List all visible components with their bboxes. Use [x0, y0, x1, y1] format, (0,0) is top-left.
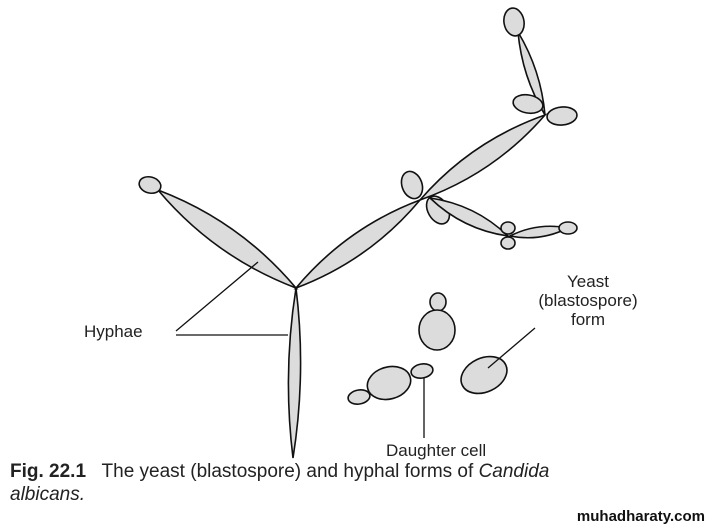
hypha-segment [417, 113, 548, 202]
daughter-cell [347, 389, 371, 405]
blastospore [546, 106, 578, 126]
caption-species: Candida [478, 461, 550, 482]
leader-line [487, 327, 536, 369]
watermark: muhadharaty.com [576, 508, 705, 525]
yeast-cell [366, 365, 412, 401]
label-yeast-line: form [571, 310, 605, 329]
label-hyphae: Hyphae [84, 322, 143, 341]
hypha-segment [155, 188, 299, 290]
hypha-segment [293, 198, 423, 290]
yeast-cell [460, 355, 508, 395]
blastospore [500, 236, 516, 250]
figure-number: Fig. 22.1 [10, 461, 87, 482]
hypha-tip [138, 175, 162, 195]
daughter-cell [429, 292, 447, 312]
hypha-tip [558, 221, 578, 235]
label-yeast-line: Yeast [567, 272, 609, 291]
blastospore [400, 170, 424, 200]
label-yeast-line: (blastospore) [538, 291, 638, 310]
label-daughter-cell: Daughter cell [386, 441, 487, 460]
hypha-segment [287, 287, 302, 459]
blastospore [512, 93, 544, 115]
caption-text: The yeast (blastospore) and hyphal forms… [101, 461, 479, 482]
blastospore [500, 221, 516, 235]
hypha-tip [503, 7, 525, 37]
yeast-cell [418, 309, 456, 351]
label-yeast-form: Yeast (blastospore) form [528, 272, 648, 329]
caption-species-2: albicans. [10, 484, 85, 505]
daughter-cell [410, 363, 434, 379]
hypha-segment [427, 196, 511, 238]
figure-caption: Fig. 22.1 The yeast (blastospore) and hy… [10, 460, 710, 506]
leader-line [175, 261, 259, 332]
